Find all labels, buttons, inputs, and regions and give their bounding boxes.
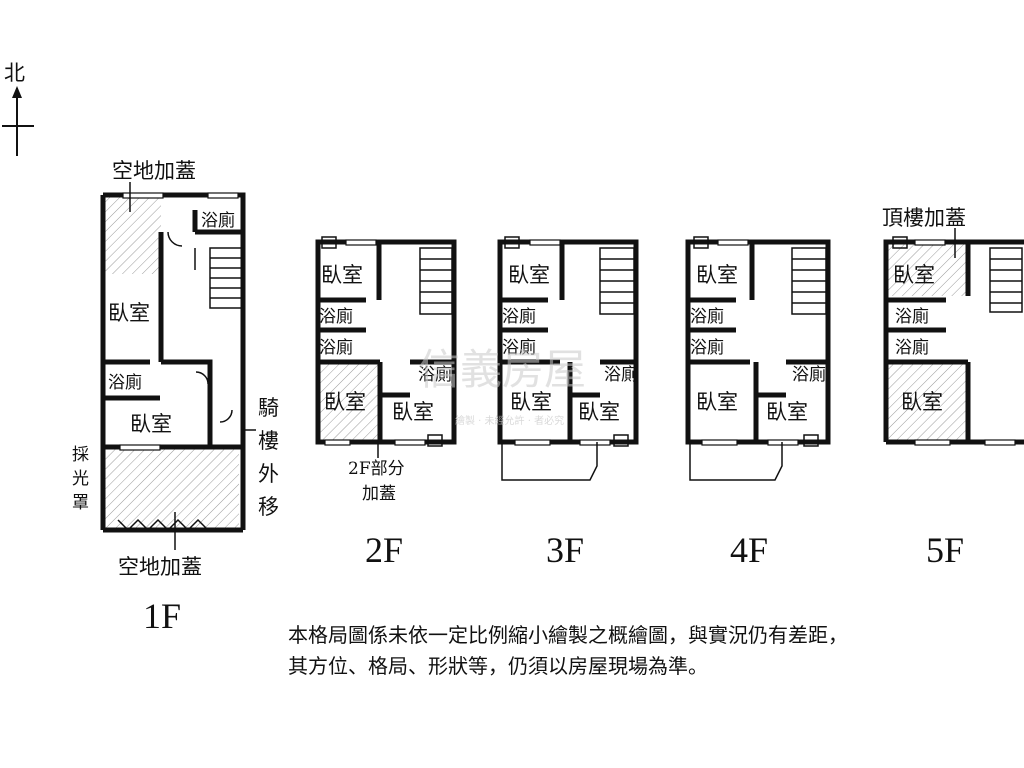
floor-4f-plan: 臥室 浴廁 浴廁 浴廁 臥室 臥室 4F <box>685 236 831 570</box>
label-bedroom: 臥室 <box>508 263 550 287</box>
label-bedroom: 臥室 <box>696 390 738 414</box>
label-bedroom: 臥室 <box>893 263 935 287</box>
label-bath: 浴廁 <box>690 306 724 327</box>
label-bedroom: 臥室 <box>392 400 434 424</box>
label-bedroom: 臥室 <box>766 400 808 424</box>
label-bath: 浴廁 <box>690 337 724 358</box>
label-bath: 浴廁 <box>319 337 353 358</box>
floor-3f-plan: 臥室 浴廁 浴廁 浴廁 臥室 臥室 3F <box>497 236 639 570</box>
label-bath: 浴廁 <box>502 306 536 327</box>
label-roof-addition: 頂樓加蓋 <box>882 206 966 230</box>
north-arrow-icon <box>12 86 22 98</box>
floor-1f-plan: 空地加蓋 浴廁 臥室 浴廁 臥室 騎 樓 外 移 採 光 罩 空地加蓋 1F <box>72 159 279 636</box>
label-arcade-2: 樓 <box>258 429 279 453</box>
label-arcade-3: 外 <box>258 462 279 486</box>
floor-label-3f: 3F <box>546 530 584 570</box>
label-2f-partial-1: 2F部分 <box>348 459 405 479</box>
watermark: 信義房屋 繪製 ‧ 未經允許 ‧ 者必究 <box>418 345 586 427</box>
label-bath: 浴廁 <box>792 364 826 385</box>
watermark-small: 繪製 ‧ 未經允許 ‧ 者必究 <box>455 414 564 427</box>
floor-label-4f: 4F <box>730 530 768 570</box>
label-bedroom: 臥室 <box>130 412 172 436</box>
label-bath: 浴廁 <box>604 364 638 385</box>
label-bath: 浴廁 <box>895 306 929 327</box>
label-bedroom: 臥室 <box>108 301 150 325</box>
watermark-brand: 信義房屋 <box>418 345 586 394</box>
floor-2f-plan: 臥室 浴廁 浴廁 浴廁 臥室 臥室 2F部分 加蓋 2F <box>315 236 457 570</box>
label-bath: 浴廁 <box>201 210 235 231</box>
label-arcade-1: 騎 <box>258 396 279 420</box>
label-bath: 浴廁 <box>502 337 536 358</box>
label-bath: 浴廁 <box>895 337 929 358</box>
label-bath: 浴廁 <box>108 372 142 393</box>
floor-label-1f: 1F <box>143 596 181 636</box>
label-bedroom: 臥室 <box>578 400 620 424</box>
floor-label-5f: 5F <box>926 530 964 570</box>
label-bedroom: 臥室 <box>901 390 943 414</box>
label-bedroom: 臥室 <box>321 263 363 287</box>
label-skylight-3: 罩 <box>72 493 89 513</box>
label-skylight-2: 光 <box>72 469 89 489</box>
floor-5f-plan: 頂樓加蓋 臥室 浴廁 浴廁 臥室 5F <box>882 206 1024 570</box>
label-skylight-1: 採 <box>72 445 89 465</box>
label-bedroom: 臥室 <box>696 263 738 287</box>
compass-label: 北 <box>4 61 25 85</box>
label-arcade-4: 移 <box>258 495 279 519</box>
floor-label-2f: 2F <box>365 530 403 570</box>
disclaimer-note: 本格局圖係未依一定比例縮小繪製之概繪圖，與實況仍有差距，其方位、格局、形狀等，仍… <box>288 623 848 678</box>
label-bath: 浴廁 <box>319 306 353 327</box>
label-open-addition-top: 空地加蓋 <box>112 159 196 183</box>
label-open-addition-bottom: 空地加蓋 <box>118 555 202 579</box>
label-2f-partial-2: 加蓋 <box>362 484 396 504</box>
label-bedroom: 臥室 <box>324 390 366 414</box>
label-bath: 浴廁 <box>418 364 452 385</box>
north-compass: 北 <box>2 61 34 156</box>
label-bedroom: 臥室 <box>510 390 552 414</box>
